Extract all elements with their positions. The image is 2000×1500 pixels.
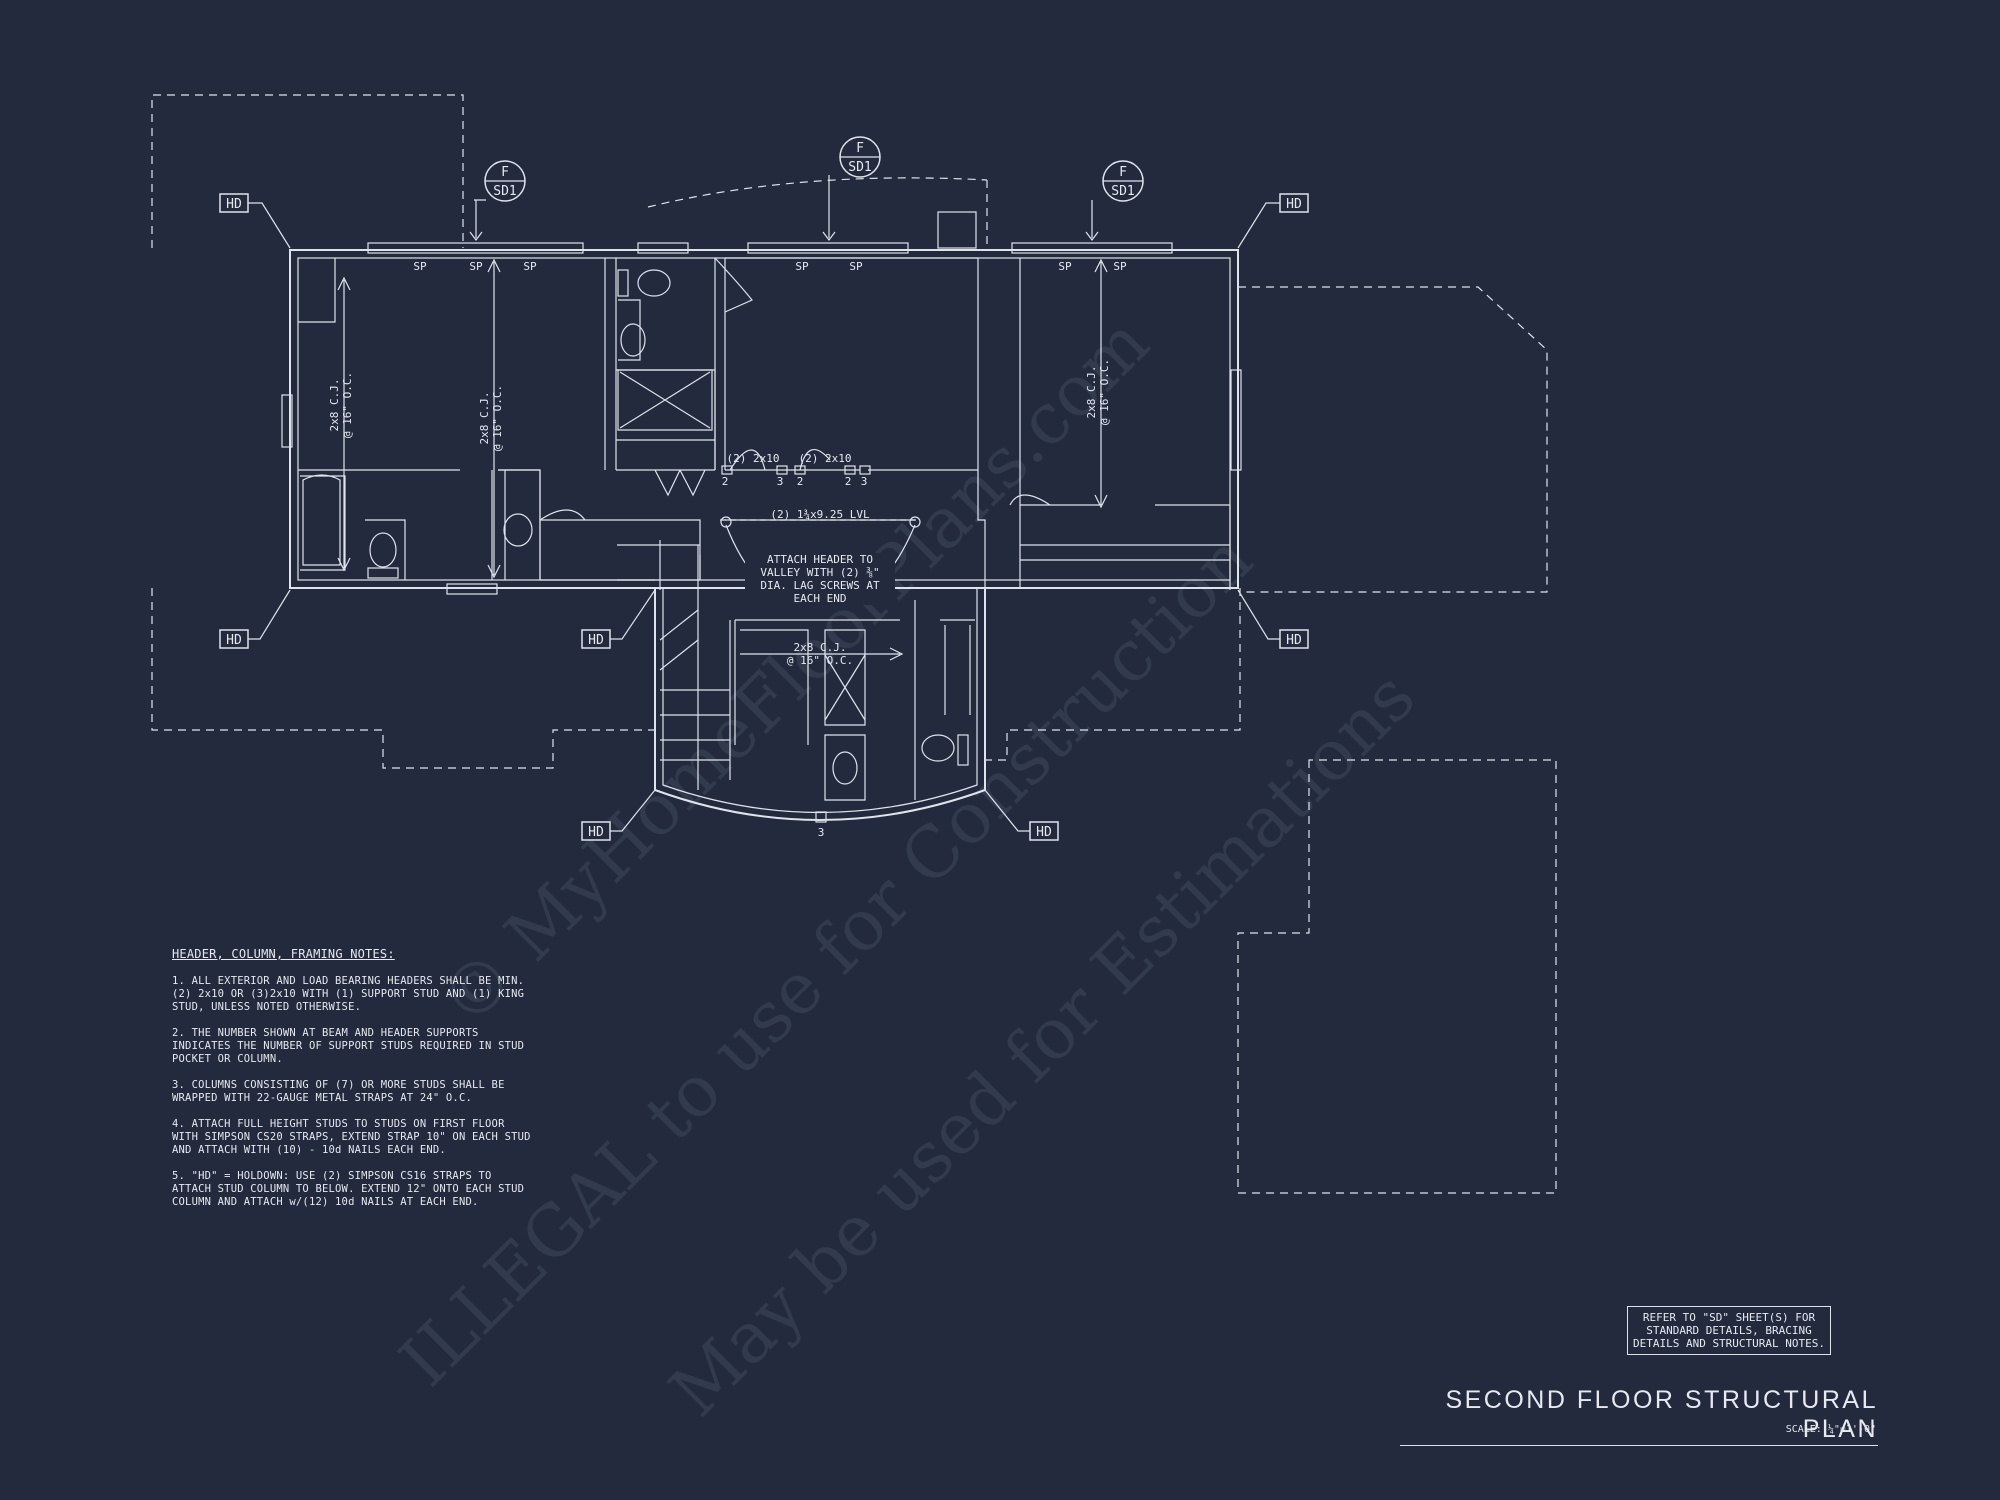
section-marker-left: F SD1 <box>469 160 526 241</box>
notes-title: HEADER, COLUMN, FRAMING NOTES: <box>172 947 395 961</box>
hd-tag: HD <box>219 589 291 649</box>
section-marker-center: F SD1 <box>822 136 881 241</box>
stud-count: 3 <box>861 475 868 488</box>
hd-tag: HD <box>219 193 291 249</box>
section-marker-right: F SD1 <box>1085 160 1144 241</box>
cj-label: 2x8 C.J. <box>1085 366 1098 419</box>
cj-label: 2x8 C.J. <box>794 641 847 654</box>
sp-label: SP <box>1058 260 1072 273</box>
attach-header-note-wrap: ATTACH HEADER TO VALLEY WITH (2) ⅜" DIA.… <box>745 553 895 605</box>
note-item: 1. ALL EXTERIOR AND LOAD BEARING HEADERS… <box>172 975 525 1013</box>
section-marker-letter: F <box>1119 165 1127 180</box>
interior-walls <box>281 211 1242 801</box>
framing-annotations: 2x8 C.J. @ 16" O.C. 2x8 C.J. @ 16" O.C. … <box>328 359 1111 839</box>
cj-spacing: @ 16" O.C. <box>1098 359 1111 425</box>
watermark: © MyHomeFloorPlans.com ILLEGAL to use fo… <box>384 301 1431 1432</box>
hd-tag: HD <box>984 789 1059 841</box>
hd-tag: HD <box>1237 589 1309 649</box>
support-stud-labels: SP SP SP SP SP SP SP <box>413 260 1127 273</box>
watermark-line1: © MyHomeFloorPlans.com <box>424 301 1165 1042</box>
stud-count: 3 <box>818 826 825 839</box>
hd-tag: HD <box>1237 193 1309 249</box>
hd-label: HD <box>588 825 604 840</box>
note-item: 5. "HD" = HOLDOWN: USE (2) SIMPSON CS16 … <box>172 1170 525 1208</box>
note-item: 2. THE NUMBER SHOWN AT BEAM AND HEADER S… <box>172 1027 525 1065</box>
hd-label: HD <box>226 633 242 648</box>
hd-tag: HD <box>581 589 656 649</box>
hd-label: HD <box>1286 197 1302 212</box>
stud-count: 2 <box>722 475 729 488</box>
cj-spacing: @ 16" O.C. <box>341 372 354 438</box>
note-item: 3. COLUMNS CONSISTING OF (7) OR MORE STU… <box>172 1079 505 1104</box>
section-marker-letter: F <box>501 165 509 180</box>
cj-spacing: @ 16" O.C. <box>491 385 504 451</box>
hd-label: HD <box>226 197 242 212</box>
stud-count: 2 <box>797 475 804 488</box>
plumbing-fixtures <box>367 269 969 785</box>
holdown-tags: HD HD HD HD HD HD HD <box>219 193 1309 841</box>
drawing-title: SECOND FLOOR STRUCTURAL PLAN <box>1400 1386 1878 1446</box>
stud-count: 3 <box>777 475 784 488</box>
framing-notes: HEADER, COLUMN, FRAMING NOTES: 1. ALL EX… <box>172 948 532 1222</box>
sp-label: SP <box>795 260 809 273</box>
refer-note-text: REFER TO "SD" SHEET(S) FOR STANDARD DETA… <box>1632 1311 1826 1350</box>
hd-label: HD <box>1286 633 1302 648</box>
lvl-label: (2) 1¾x9.25 LVL <box>770 508 870 521</box>
cj-spacing: @ 16" O.C. <box>787 654 853 667</box>
stud-count: 2 <box>845 475 852 488</box>
drawing-scale: SCALE: ¼"=1'-0" <box>1785 1424 1876 1435</box>
hd-label: HD <box>588 633 604 648</box>
section-marker-sheet: SD1 <box>1111 184 1134 199</box>
header-label: (2) 2x10 <box>727 452 780 465</box>
cj-label: 2x8 C.J. <box>478 392 491 445</box>
attach-header-note: ATTACH HEADER TO VALLEY WITH (2) ⅜" DIA.… <box>745 553 895 605</box>
sp-label: SP <box>523 260 537 273</box>
cj-label: 2x8 C.J. <box>328 379 341 432</box>
sp-label: SP <box>413 260 427 273</box>
sp-label: SP <box>469 260 483 273</box>
hd-label: HD <box>1036 825 1052 840</box>
section-marker-sheet: SD1 <box>848 160 871 175</box>
refer-note-box: REFER TO "SD" SHEET(S) FOR STANDARD DETA… <box>1627 1306 1831 1355</box>
roof-outlines <box>151 94 1557 1194</box>
sp-label: SP <box>1113 260 1127 273</box>
hd-tag: HD <box>581 789 656 841</box>
section-marker-letter: F <box>856 141 864 156</box>
header-label: (2) 2x10 <box>799 452 852 465</box>
sp-label: SP <box>849 260 863 273</box>
section-marker-sheet: SD1 <box>493 184 516 199</box>
note-item: 4. ATTACH FULL HEIGHT STUDS TO STUDS ON … <box>172 1118 531 1156</box>
